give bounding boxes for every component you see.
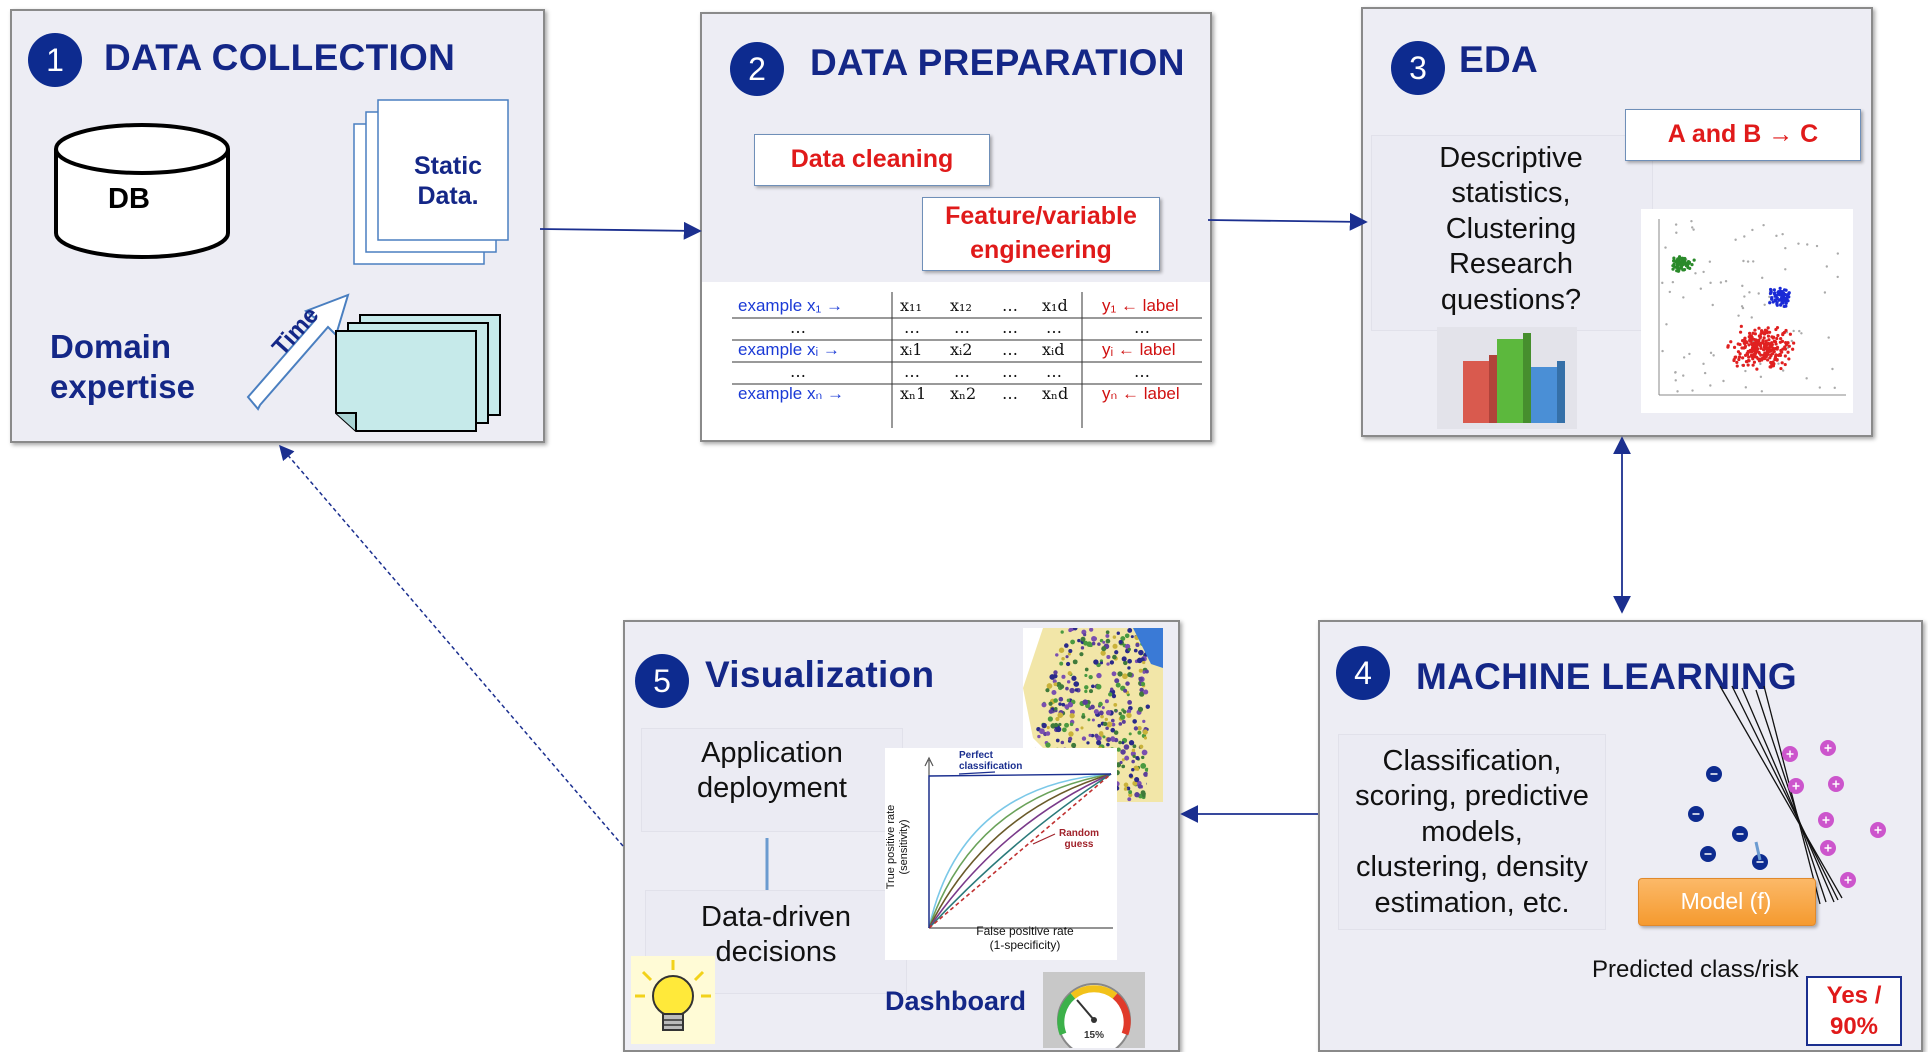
matrix-cell: xᵢ1 xyxy=(900,340,923,359)
gauge-icon xyxy=(1043,972,1145,1048)
deploy-box xyxy=(641,728,903,832)
model-label: Model (f) xyxy=(1680,888,1772,914)
eda-text-box xyxy=(1371,135,1653,331)
matrix-cell: xᵢd xyxy=(1042,340,1065,359)
dashboard-label: Dashboard xyxy=(885,986,1027,1016)
matrix-cell: xₙd xyxy=(1042,384,1069,403)
row-label: example xₙ → xyxy=(738,384,844,403)
panel-data-preparation: 2 DATA PREPARATION Data cleaning Feature… xyxy=(700,12,1212,442)
matrix-cell: xᵢ2 xyxy=(950,340,973,359)
matrix-cell: … xyxy=(1046,362,1062,381)
row-target: y₁ ← label xyxy=(1102,296,1179,315)
matrix-cell: … xyxy=(1002,362,1018,381)
matrix-cell: … xyxy=(1002,296,1018,315)
data-cleaning-box: Data cleaning xyxy=(754,134,990,186)
table-row: … … … … … … xyxy=(732,318,1202,340)
arrow-preparation-to-eda xyxy=(1207,212,1368,231)
row-target: … xyxy=(1134,318,1150,337)
row-label: example xᵢ → xyxy=(738,340,840,359)
time-series-documents-icon xyxy=(335,314,501,432)
static-data-label: Static Data. xyxy=(414,152,483,210)
roc-x-axis-label: False positive rate (1-specificity) xyxy=(976,924,1074,953)
matrix-cell: x₁₁ xyxy=(900,296,922,315)
step-number-4: 4 xyxy=(1336,646,1390,700)
row-label: … xyxy=(790,318,806,337)
matrix-cell: … xyxy=(904,318,920,337)
matrix-cell: … xyxy=(954,318,970,337)
table-row: example xᵢ → xᵢ1 xᵢ2 … xᵢd yᵢ ← label xyxy=(732,340,1202,362)
panel-title: DATA COLLECTION xyxy=(104,37,456,78)
feature-engineering-box: Feature/variable engineering xyxy=(922,197,1160,271)
classification-plot xyxy=(1688,685,1886,920)
row-target: yₙ ← label xyxy=(1102,384,1180,403)
eda-description: Descriptive statistics, Clustering Resea… xyxy=(1439,142,1583,316)
ml-text-box xyxy=(1338,734,1606,930)
db-label: DB xyxy=(108,183,150,215)
prediction-result-box: Yes / 90% xyxy=(1806,976,1902,1046)
panel-title: EDA xyxy=(1459,39,1539,80)
gauge-value: 15% xyxy=(1084,1030,1105,1041)
predicted-class-label: Predicted class/risk xyxy=(1592,956,1799,983)
panel-title: Visualization xyxy=(705,654,935,695)
matrix-cell: x₁₂ xyxy=(950,296,972,315)
roc-random-label: Random guess xyxy=(1059,828,1099,850)
lightbulb-icon xyxy=(631,956,715,1044)
domain-expertise-label: Domain expertise xyxy=(50,328,195,405)
matrix-cell: … xyxy=(1046,318,1062,337)
matrix-grid-lines xyxy=(732,292,1202,428)
matrix-cell: x₁d xyxy=(1042,296,1068,315)
database-icon xyxy=(54,123,230,259)
row-label: example x₁ → xyxy=(738,296,843,315)
step-number-2: 2 xyxy=(730,42,784,96)
association-rule-box: A and B → C xyxy=(1625,109,1861,161)
table-row: example xₙ → xₙ1 xₙ2 … xₙd yₙ ← label xyxy=(732,384,1202,406)
data-matrix-table: example x₁ → x₁₁ x₁₂ … x₁d y₁ ← label … … xyxy=(732,292,1202,432)
arrow-collection-to-preparation xyxy=(539,221,702,240)
arrow-visualization-to-collection xyxy=(279,444,624,847)
matrix-cell: … xyxy=(1002,340,1018,359)
panel-data-collection: 1 DATA COLLECTION DB Static Data. Time D… xyxy=(10,9,545,443)
roc-perfect-label: Perfect classification xyxy=(959,750,1023,772)
static-data-documents-icon xyxy=(353,99,509,265)
step-number-5: 5 xyxy=(635,654,689,708)
panel-machine-learning: 4 MACHINE LEARNING Classification, scori… xyxy=(1318,620,1923,1052)
step-number-1: 1 xyxy=(28,33,82,87)
data-matrix-panel xyxy=(702,282,1210,440)
panel-title: MACHINE LEARNING xyxy=(1416,656,1797,697)
panel-title: DATA PREPARATION xyxy=(810,42,1185,83)
matrix-cell: … xyxy=(904,362,920,381)
matrix-cell: xₙ2 xyxy=(950,384,977,403)
ml-description: Classification, scoring, predictive mode… xyxy=(1355,745,1589,919)
row-label: … xyxy=(790,362,806,381)
cluster-scatter-plot xyxy=(1641,209,1853,413)
matrix-cell: … xyxy=(954,362,970,381)
model-button xyxy=(1638,878,1816,926)
roc-y-axis-label: True positive rate (sensitivity) xyxy=(885,804,910,890)
row-target: … xyxy=(1134,362,1150,381)
step-number-3: 3 xyxy=(1391,41,1445,95)
data-driven-decisions-label: Data-driven decisions xyxy=(701,901,851,969)
time-arrow-icon xyxy=(246,293,350,411)
table-row: … … … … … … xyxy=(732,362,1202,384)
row-target: yᵢ ← label xyxy=(1102,340,1176,359)
panel-eda: 3 EDA Descriptive statistics, Clustering… xyxy=(1361,7,1873,437)
panel-visualization: 5 Visualization Application deployment D… xyxy=(623,620,1180,1052)
matrix-cell: xₙ1 xyxy=(900,384,927,403)
table-row: example x₁ → x₁₁ x₁₂ … x₁d y₁ ← label xyxy=(732,296,1202,318)
application-deployment-label: Application deployment xyxy=(697,737,847,805)
bar-chart-icon xyxy=(1437,327,1577,429)
matrix-cell: … xyxy=(1002,384,1018,403)
roc-curve-chart xyxy=(885,748,1117,960)
matrix-cell: … xyxy=(1002,318,1018,337)
